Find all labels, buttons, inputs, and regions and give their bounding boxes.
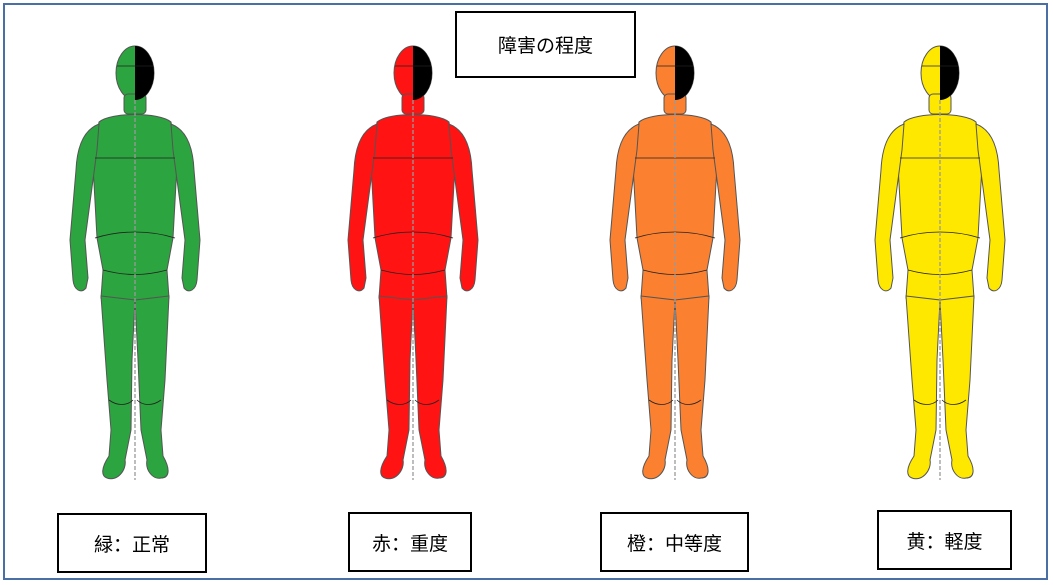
- label-box-red: 赤：重度: [348, 512, 472, 572]
- body-silhouette: [874, 45, 1006, 480]
- label-yellow: 黄：軽度: [906, 530, 983, 553]
- label-orange: 橙：中等度: [626, 532, 722, 555]
- right-knee-line: [676, 399, 702, 405]
- label-green: 緑：正常: [93, 533, 170, 556]
- left-leg: [905, 295, 941, 480]
- right-arm: [170, 123, 201, 292]
- body-figure-green: [69, 45, 201, 480]
- right-leg: [939, 295, 975, 479]
- head-shading: [940, 46, 959, 100]
- body-silhouette: [69, 45, 201, 480]
- right-leg: [674, 295, 710, 479]
- right-arm: [710, 123, 741, 292]
- body-silhouette: [347, 45, 479, 480]
- right-leg: [134, 295, 170, 479]
- diagram-title-text: 障害の程度: [497, 35, 593, 57]
- figure-orange: [595, 40, 755, 495]
- label-red: 赤：重度: [371, 532, 448, 555]
- label-box-yellow: 黄：軽度: [877, 510, 1012, 570]
- body-silhouette: [609, 45, 741, 480]
- right-arm: [448, 123, 479, 292]
- head-shading: [675, 46, 694, 100]
- body-figure-red: [347, 45, 479, 480]
- left-arm: [874, 123, 905, 292]
- left-knee-line: [108, 399, 134, 405]
- right-knee-line: [414, 399, 440, 405]
- figure-yellow: [860, 40, 1020, 495]
- diagram-title: 障害の程度: [455, 11, 636, 78]
- left-knee-line: [913, 399, 939, 405]
- left-leg: [100, 295, 136, 480]
- left-arm: [347, 123, 378, 292]
- label-box-orange: 橙：中等度: [600, 512, 749, 572]
- left-knee-line: [648, 399, 674, 405]
- left-leg: [640, 295, 676, 480]
- body-figure-orange: [609, 45, 741, 480]
- diagram-frame: [3, 3, 1048, 580]
- right-knee-line: [136, 399, 162, 405]
- right-arm: [975, 123, 1006, 292]
- right-leg: [412, 295, 448, 479]
- figure-red: [333, 40, 493, 495]
- left-knee-line: [386, 399, 412, 405]
- body-figure-yellow: [874, 45, 1006, 480]
- left-arm: [609, 123, 640, 292]
- head-shading: [413, 46, 432, 100]
- label-box-green: 緑：正常: [57, 513, 207, 573]
- right-knee-line: [941, 399, 967, 405]
- figure-green: [55, 40, 215, 495]
- head-shading: [135, 46, 154, 100]
- left-leg: [378, 295, 414, 480]
- left-arm: [69, 123, 100, 292]
